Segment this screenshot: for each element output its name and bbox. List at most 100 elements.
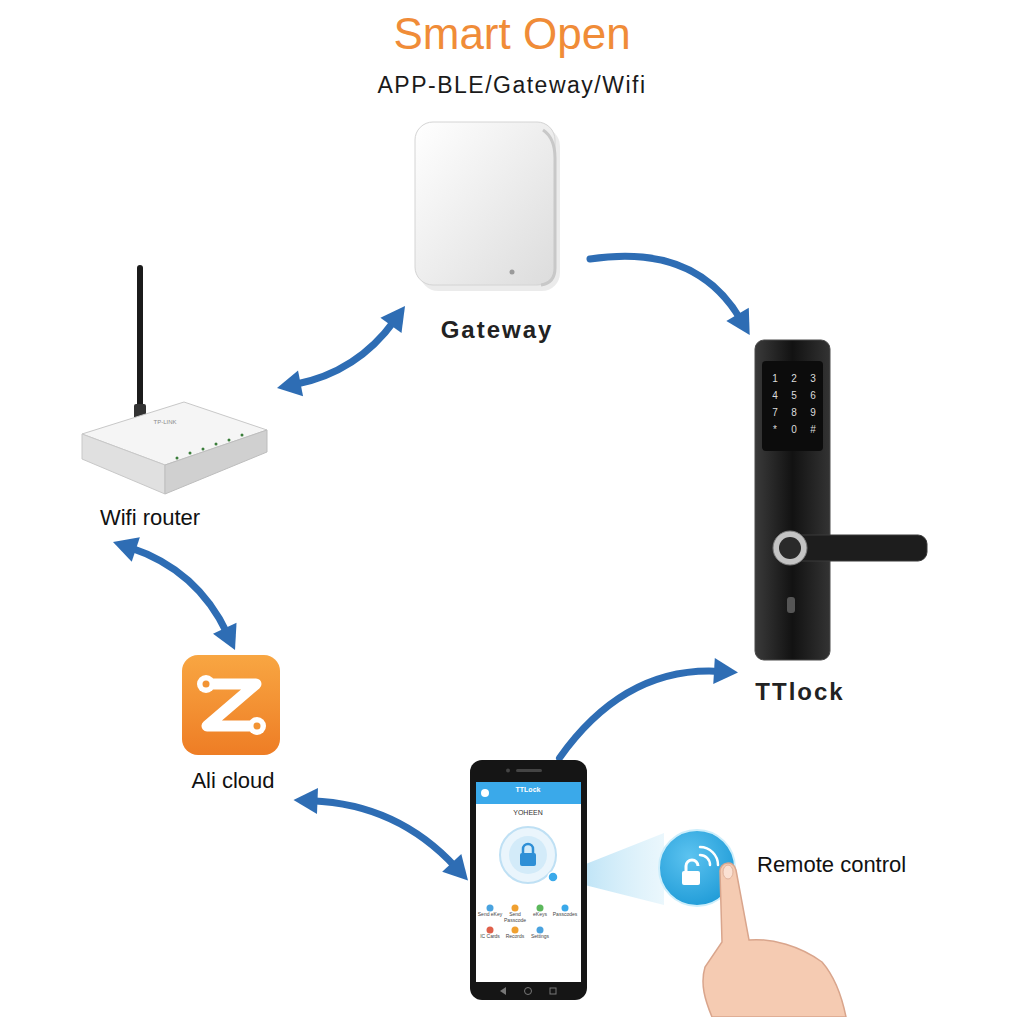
arrow-head (213, 623, 237, 650)
menu-label: Send eKey (478, 912, 503, 918)
arrow-head (713, 658, 738, 684)
lock-icon (520, 853, 536, 866)
signal-wave (700, 855, 710, 865)
logo-dot (248, 717, 266, 735)
router-device (72, 262, 277, 542)
menu-label: IC Cards (478, 934, 503, 940)
arrow-line (560, 671, 721, 758)
arrow-head (726, 308, 749, 335)
keypad-key: 7 (772, 407, 778, 419)
app-title: TTLock (516, 786, 541, 794)
menu-label: Settings (528, 934, 553, 940)
arrow-line (590, 256, 741, 319)
menu-label: eKeys (528, 912, 553, 918)
phone-device (468, 758, 590, 1003)
finger-nail (723, 865, 733, 879)
lock-shackle (686, 860, 698, 871)
flow-arrow (113, 537, 237, 650)
lock-device (738, 335, 933, 710)
button-label: Remote control (757, 852, 906, 878)
flow-arrow (560, 658, 739, 758)
logo-tile (182, 655, 280, 755)
nav-recent (550, 988, 556, 994)
lock-icon (682, 871, 700, 885)
nav-home (525, 988, 532, 995)
keypad-key: 3 (810, 373, 816, 385)
device-node: TTLockYOHEEN (468, 758, 590, 1003)
remote-button-hand (650, 822, 940, 1017)
handle-ring (773, 531, 807, 565)
diagram-title: Smart Open (393, 8, 630, 61)
arrow-head (442, 854, 468, 880)
keypad-key: # (810, 424, 816, 436)
logo-mark (206, 684, 257, 726)
keypad-key: 8 (791, 407, 797, 419)
router-led (241, 434, 244, 437)
keypad-key: 2 (791, 373, 797, 385)
device-node: Ali cloud (170, 650, 300, 800)
menu-icon (537, 927, 544, 934)
keypad-key: 5 (791, 390, 797, 402)
antenna (137, 265, 143, 417)
device-node: TTlock (738, 335, 933, 710)
user-icon (481, 789, 489, 797)
device-label: Wifi router (100, 505, 200, 531)
phone-body (470, 760, 587, 1000)
menu-icon (487, 905, 494, 912)
button-node: Remote control (650, 822, 940, 1017)
nav-back (500, 987, 506, 995)
unlock-ring (500, 827, 556, 883)
subtitle: APP-BLE/Gateway/Wifi (377, 72, 646, 100)
router-side (82, 434, 165, 494)
device-label: Ali cloud (191, 768, 274, 794)
phone-camera (506, 769, 510, 773)
device-label: Gateway (441, 316, 554, 345)
keypad-key: 9 (810, 407, 816, 419)
menu-icon (487, 927, 494, 934)
lock-shackle (523, 844, 533, 854)
pointing-hand (703, 863, 846, 1017)
flow-arrow (294, 788, 469, 881)
gateway-body (415, 122, 555, 285)
router-led (215, 443, 218, 446)
router-led (202, 448, 205, 451)
menu-icon (537, 905, 544, 912)
device-node: Gateway (405, 118, 590, 353)
arrow-line (130, 548, 227, 634)
keypad-key: 0 (791, 424, 797, 436)
menu-label: Passcodes (553, 912, 578, 918)
keypad-key: 1 (772, 373, 778, 385)
keypad-key: 6 (810, 390, 816, 402)
gateway-edge (541, 130, 555, 285)
logo-dot (197, 675, 215, 693)
lock-body (755, 340, 830, 660)
router-led (228, 439, 231, 442)
remote-button (548, 872, 558, 882)
router-led (176, 457, 179, 460)
keypad-key: 4 (772, 390, 778, 402)
keypad-key: * (773, 424, 777, 436)
phone-speaker (516, 769, 542, 772)
logo-dot (203, 681, 210, 688)
status-led (510, 270, 515, 275)
key-cylinder (787, 597, 795, 613)
menu-icon (512, 927, 519, 934)
arrow-line (311, 801, 455, 868)
arrow-head (380, 306, 405, 333)
menu-label: Records (503, 934, 528, 940)
logo-dot (254, 723, 261, 730)
lock-handle (790, 535, 927, 561)
arrow-head (113, 537, 140, 562)
keypad-panel (762, 361, 823, 451)
flow-arrow (277, 306, 405, 396)
menu-label: Send Passcode (503, 912, 528, 923)
arrow-head (294, 788, 318, 814)
router-front (165, 430, 267, 494)
unlock-inner (509, 836, 547, 874)
menu-icon (512, 905, 519, 912)
handle-knob (779, 537, 801, 559)
arrow-head (277, 371, 303, 397)
signal-wave (700, 847, 718, 865)
device-label: TTlock (755, 678, 844, 707)
